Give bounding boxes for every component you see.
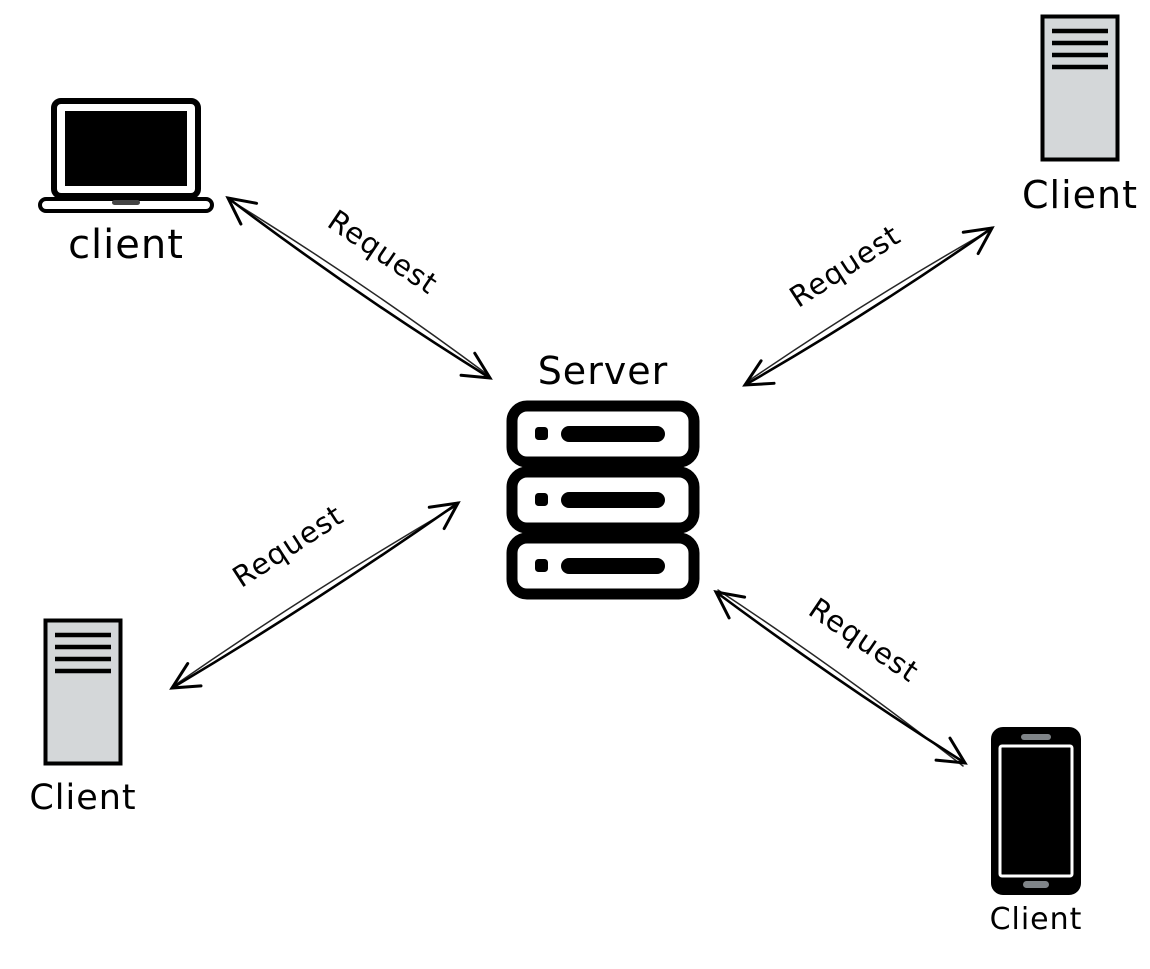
- smartphone-icon: [991, 727, 1081, 895]
- client-phone-label: Client: [989, 902, 1083, 937]
- desktop-tower-icon: [1040, 14, 1120, 162]
- server-node: Server: [500, 349, 706, 600]
- arrow-laptop-server: [225, 195, 493, 380]
- client-topright-label: Client: [1021, 173, 1138, 217]
- arrow-server-phone: [713, 589, 968, 767]
- server-rack-icon: [506, 400, 700, 600]
- client-laptop-label: client: [68, 222, 184, 268]
- server-label: Server: [537, 349, 669, 393]
- client-topright-node: Client: [1020, 14, 1140, 216]
- arrow-bottomleft-server: [169, 501, 461, 690]
- client-bottomleft-label: Client: [29, 778, 137, 818]
- arrow-server-topright: [742, 226, 995, 387]
- laptop-icon: [38, 98, 214, 213]
- client-phone-node: Client: [986, 726, 1086, 936]
- desktop-tower-icon: [43, 618, 123, 766]
- client-bottomleft-node: Client: [28, 618, 138, 817]
- client-laptop-node: client: [30, 98, 222, 266]
